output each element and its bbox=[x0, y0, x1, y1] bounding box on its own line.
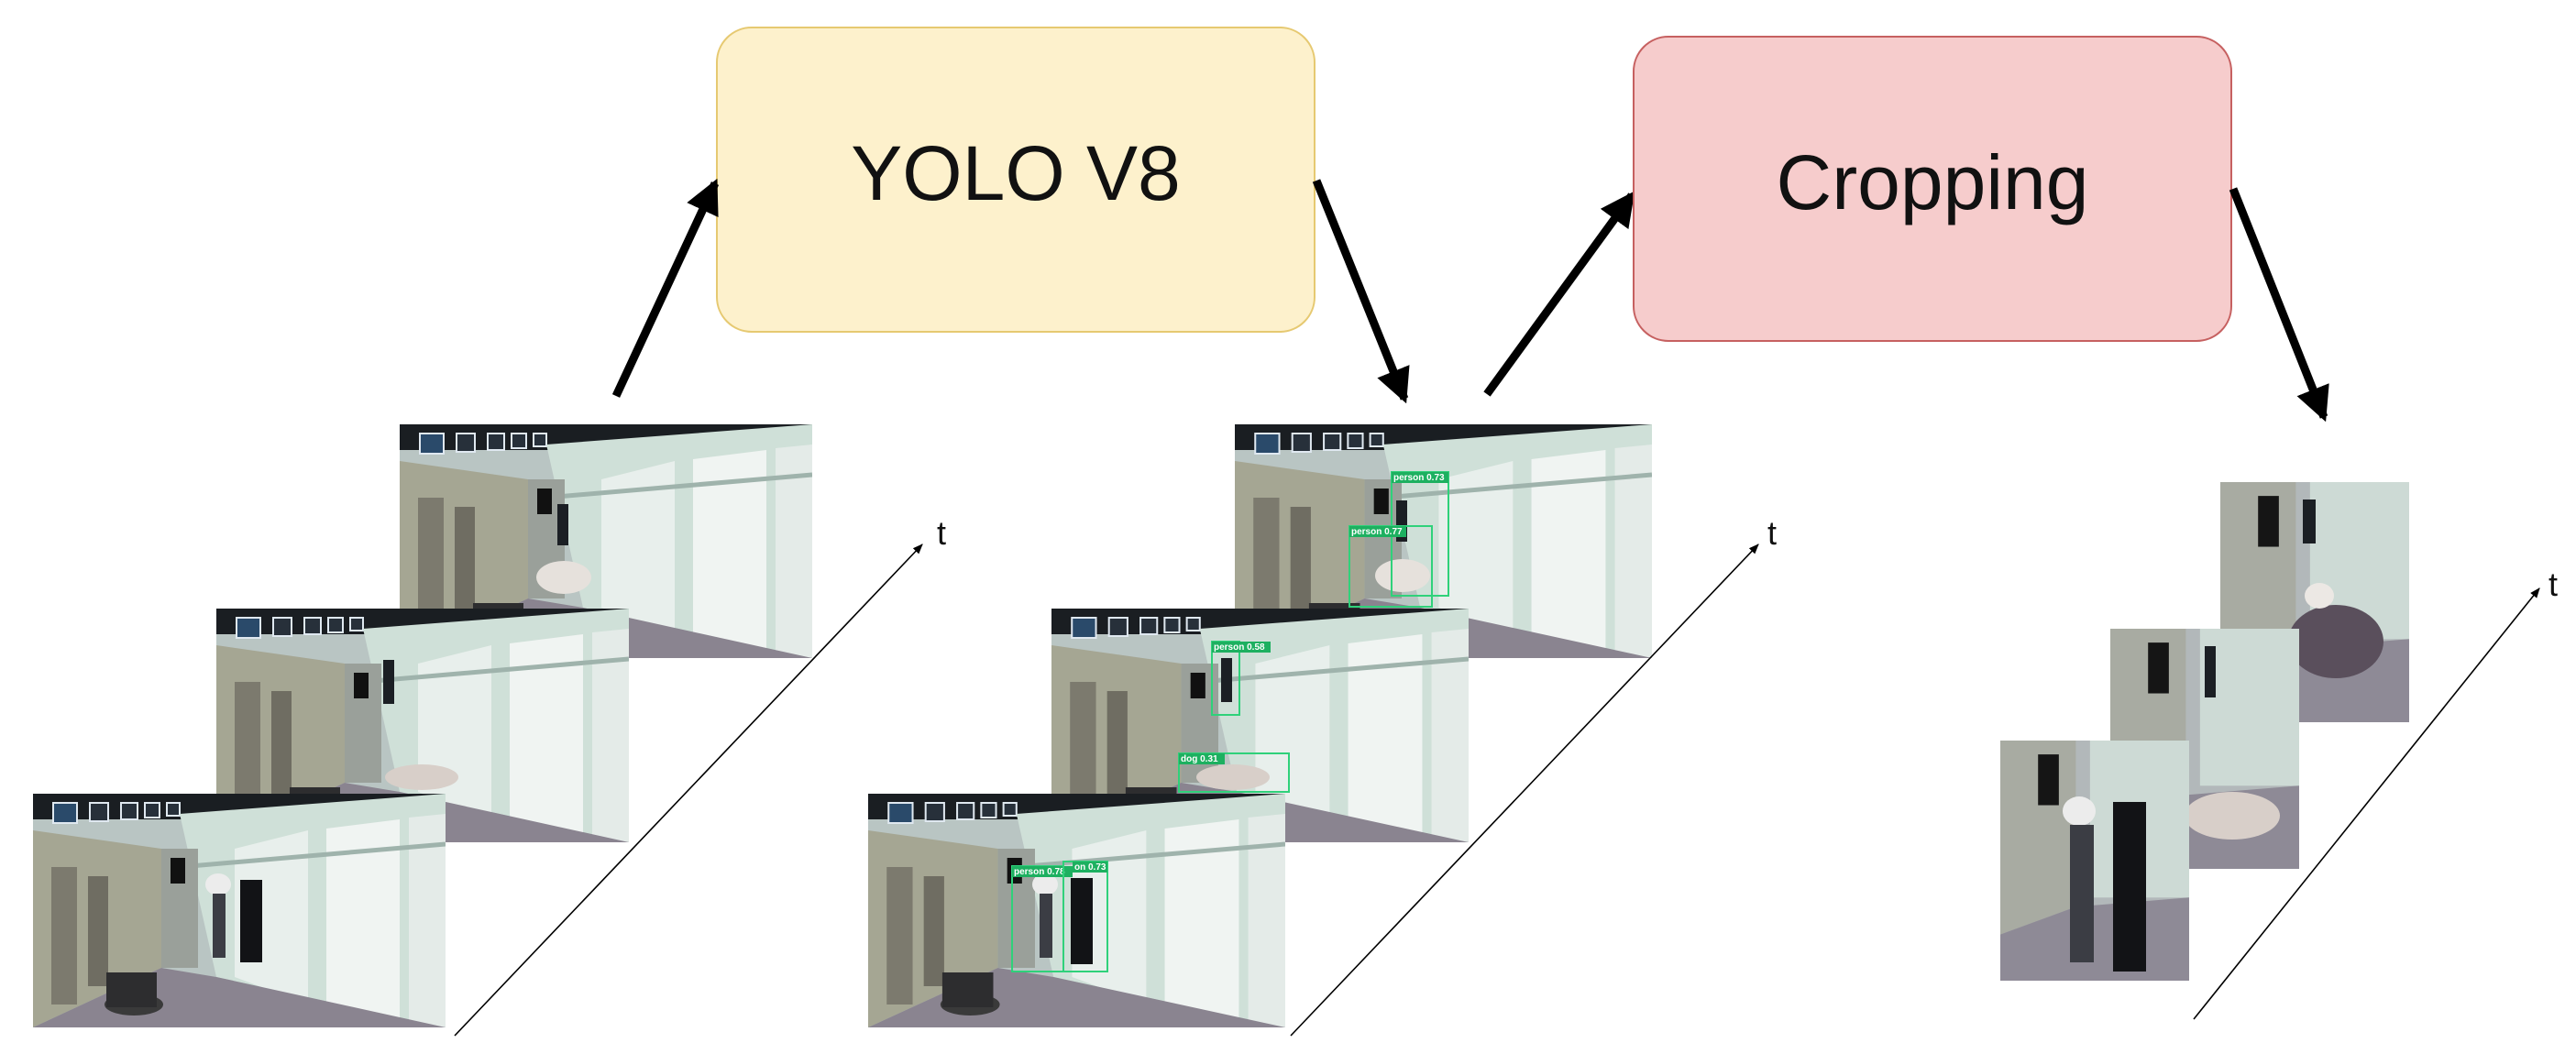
arrow-crop-to-output bbox=[2229, 187, 2329, 423]
arrow-yolo-to-detections bbox=[1312, 179, 1410, 404]
detection-box: on 0.73 bbox=[1062, 861, 1108, 972]
detection-label: on 0.73 bbox=[1074, 862, 1106, 873]
input-time-axis bbox=[454, 543, 923, 1037]
detection-label: person 0.73 bbox=[1393, 473, 1445, 483]
arrow-input-to-yolo bbox=[611, 178, 720, 398]
cropped-frame-front bbox=[2000, 741, 2189, 981]
yolo-v8-label: YOLO V8 bbox=[851, 130, 1181, 216]
cropped-time-label: t bbox=[2548, 565, 2558, 603]
detection-label: person 0.78 bbox=[1014, 867, 1065, 877]
input-frame-back bbox=[400, 424, 812, 658]
input-frame-middle bbox=[216, 609, 629, 842]
arrow-detections-to-crop bbox=[1483, 191, 1635, 397]
input-frames: t bbox=[33, 424, 946, 1037]
detection-box: person 0.77 bbox=[1349, 525, 1433, 608]
detected-frame-front: person 0.78 on 0.73 bbox=[868, 794, 1285, 1027]
detection-box: dog 0.31 bbox=[1178, 752, 1290, 793]
detection-box: person 0.73 bbox=[1391, 471, 1449, 597]
cropping-box bbox=[1633, 36, 2232, 342]
detected-frame-back: person 0.73 person 0.77 bbox=[1235, 424, 1652, 658]
detected-time-label: t bbox=[1767, 514, 1777, 552]
detected-time-axis bbox=[1290, 543, 1759, 1037]
cropped-time-axis bbox=[2193, 587, 2540, 1020]
input-frame-front bbox=[33, 794, 446, 1027]
detection-label: person 0.58 bbox=[1214, 642, 1265, 653]
cropping-stage: Cropping bbox=[1633, 36, 2232, 342]
cropped-frame-back bbox=[2220, 482, 2409, 722]
detection-box: person 0.58 bbox=[1211, 641, 1271, 716]
detection-label: person 0.77 bbox=[1351, 527, 1403, 537]
detected-frames: person 0.73 person 0.77 person 0.58 dog … bbox=[868, 424, 1777, 1037]
cropped-frame-middle bbox=[2110, 629, 2299, 869]
input-time-label: t bbox=[937, 514, 946, 552]
yolo-stage: YOLO V8 bbox=[716, 27, 1316, 333]
cropped-frames: t bbox=[2000, 482, 2558, 1020]
detected-frame-middle: person 0.58 dog 0.31 bbox=[1051, 609, 1469, 842]
detection-label: dog 0.31 bbox=[1181, 754, 1218, 764]
cropping-label: Cropping bbox=[1777, 139, 2089, 225]
